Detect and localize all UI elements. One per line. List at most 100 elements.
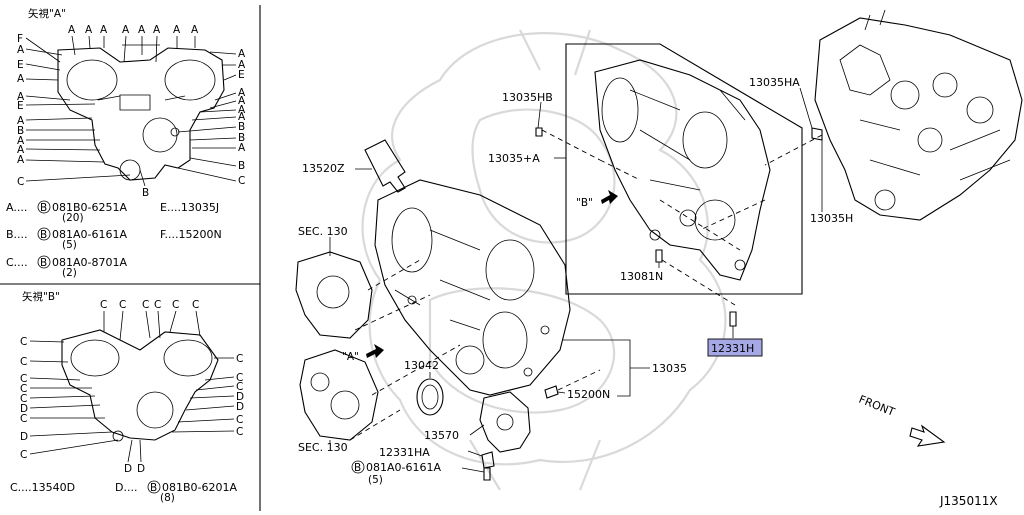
label-13570: 13570 [424, 429, 459, 442]
svg-text:E: E [17, 59, 24, 71]
svg-text:A: A [238, 142, 246, 154]
label-13035HA: 13035HA [749, 76, 800, 89]
svg-text:C: C [142, 299, 149, 311]
svg-text:E....13035J: E....13035J [160, 201, 219, 214]
svg-text:A: A [138, 24, 146, 36]
label-13520Z: 13520Z [302, 162, 345, 175]
view-b-arrow: "B" [576, 190, 618, 209]
svg-text:F....15200N: F....15200N [160, 228, 222, 241]
svg-text:B: B [354, 462, 361, 474]
svg-text:C: C [20, 393, 27, 405]
svg-text:D....: D.... [115, 481, 137, 494]
svg-text:B: B [238, 121, 245, 133]
svg-text:B....: B.... [6, 228, 28, 241]
svg-text:A: A [17, 154, 25, 166]
label-12331HA: 12331HA [379, 446, 430, 459]
svg-text:A: A [17, 115, 25, 127]
svg-text:C: C [20, 336, 27, 348]
view-a-left-labels: F A E A A E A B A A A C [17, 33, 131, 188]
svg-text:A: A [17, 44, 25, 56]
svg-text:D: D [236, 391, 244, 403]
svg-text:"A": "A" [342, 351, 359, 363]
label-13035HB: 13035HB [502, 91, 553, 104]
engine-block [814, 9, 1023, 221]
svg-text:B: B [238, 132, 245, 144]
svg-text:(20): (20) [62, 212, 84, 224]
sealant-tube-13520Z [364, 139, 406, 193]
svg-text:A: A [17, 91, 25, 103]
label-sec130-top: SEC. 130 [298, 225, 348, 238]
svg-text:A: A [238, 111, 246, 123]
view-a-panel: 矢視"A" A A A A A A A A F A E A A E [6, 7, 246, 279]
label-sec130-bottom: SEC. 130 [298, 441, 348, 454]
leader-lines [329, 87, 823, 473]
svg-text:A: A [191, 24, 199, 36]
view-a-bottom-label: B [142, 187, 149, 199]
view-b-panel: 矢視"B" C C C C C C C C C C C D C D C C [10, 290, 244, 504]
svg-text:(5): (5) [368, 474, 383, 486]
diagram-code: J135011X [939, 494, 998, 508]
rear-cover-inset-frame [565, 43, 803, 295]
svg-text:E: E [17, 100, 24, 112]
svg-text:A: A [17, 144, 25, 156]
sec130-cover-top [295, 251, 373, 339]
view-b-right-labels: C C C D D C C [171, 353, 244, 438]
svg-text:A: A [122, 24, 130, 36]
svg-text:C: C [236, 353, 243, 365]
label-13081N: 13081N [620, 270, 663, 283]
label-13042: 13042 [404, 359, 439, 372]
view-a-top-labels: A A A A A A A A [68, 24, 199, 63]
svg-text:C: C [20, 356, 27, 368]
svg-text:B: B [238, 160, 245, 172]
svg-text:B: B [40, 229, 47, 241]
dashed-guides [349, 129, 823, 441]
label-13035: 13035 [652, 362, 687, 375]
svg-text:A....: A.... [6, 201, 27, 214]
label-15200N: 15200N [567, 388, 610, 401]
svg-text:"B": "B" [576, 197, 593, 209]
svg-text:A: A [238, 87, 246, 99]
svg-text:A: A [85, 24, 93, 36]
part-labels: 13035HB 13035+A 13035HA 13035H 13520Z SE… [298, 76, 853, 486]
svg-text:D: D [20, 403, 28, 415]
svg-text:C: C [236, 372, 243, 384]
svg-text:C: C [238, 175, 245, 187]
front-label: FRONT [857, 393, 897, 419]
small-parts [481, 127, 823, 481]
svg-text:C: C [154, 299, 161, 311]
svg-text:D: D [137, 463, 145, 475]
highlight-12331H [707, 338, 763, 357]
label-bolt-081A0-6161A: 081A0-6161A [366, 461, 441, 474]
view-b-legend: C....13540D D.... B 081B0-6201A (8) [10, 480, 238, 504]
front-chain-case-13035 [374, 179, 571, 396]
svg-text:C: C [20, 373, 27, 385]
svg-text:A: A [238, 59, 246, 71]
svg-text:C: C [172, 299, 179, 311]
svg-text:C: C [100, 299, 107, 311]
view-a-title: 矢視"A" [28, 7, 66, 20]
view-b-top-labels: C C C C C C [100, 299, 201, 341]
svg-text:B: B [40, 202, 47, 214]
svg-text:C: C [236, 426, 243, 438]
svg-text:C: C [20, 449, 27, 461]
svg-text:A: A [100, 24, 108, 36]
svg-text:C: C [119, 299, 126, 311]
svg-text:A: A [173, 24, 181, 36]
svg-text:C....13540D: C....13540D [10, 481, 75, 494]
svg-text:C: C [236, 381, 243, 393]
label-13035H: 13035H [810, 212, 853, 225]
watermark-emblem [361, 29, 727, 491]
svg-text:C: C [20, 413, 27, 425]
svg-text:A: A [17, 73, 25, 85]
view-b-left-labels: C C C C C D C D C [20, 336, 119, 461]
svg-text:C: C [192, 299, 199, 311]
svg-text:(8): (8) [160, 492, 175, 504]
svg-text:C: C [236, 414, 243, 426]
svg-text:E: E [238, 69, 245, 81]
view-b-title: 矢視"B" [22, 290, 60, 303]
label-13035A: 13035+A [488, 152, 540, 165]
svg-text:A: A [153, 24, 161, 36]
front-direction-indicator: FRONT [857, 393, 946, 447]
oil-seal-13042 [416, 378, 444, 416]
